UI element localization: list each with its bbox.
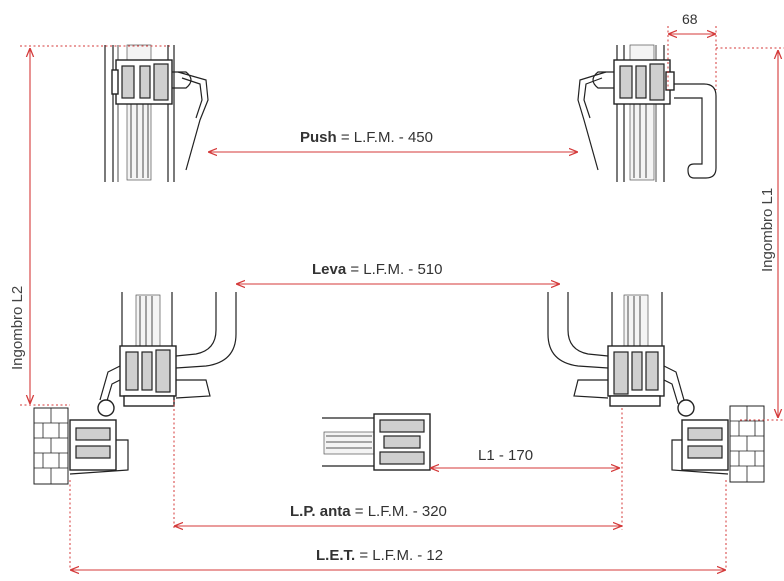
- wall-right: [671, 405, 765, 483]
- lp-anta-label: L.P. anta = L.F.M. - 320: [290, 503, 447, 520]
- profile-center: [322, 413, 431, 471]
- handle-width-label: 68: [682, 11, 698, 27]
- dimension-lines: [30, 34, 778, 570]
- leva-label: Leva = L.F.M. - 510: [312, 261, 443, 278]
- profile-top-left: [104, 44, 209, 182]
- l1-170-label: L1 - 170: [478, 447, 533, 464]
- let-label: L.E.T. = L.F.M. - 12: [316, 547, 443, 564]
- push-label: Push = L.F.M. - 450: [300, 129, 433, 146]
- ingombro-l2-label: Ingombro L2: [9, 286, 26, 370]
- profile-top-right: [577, 44, 717, 182]
- wall-left: [33, 407, 129, 485]
- ingombro-l1-label: Ingombro L1: [759, 188, 776, 272]
- profile-mid-right: [547, 292, 695, 417]
- profile-mid-left: [97, 292, 237, 417]
